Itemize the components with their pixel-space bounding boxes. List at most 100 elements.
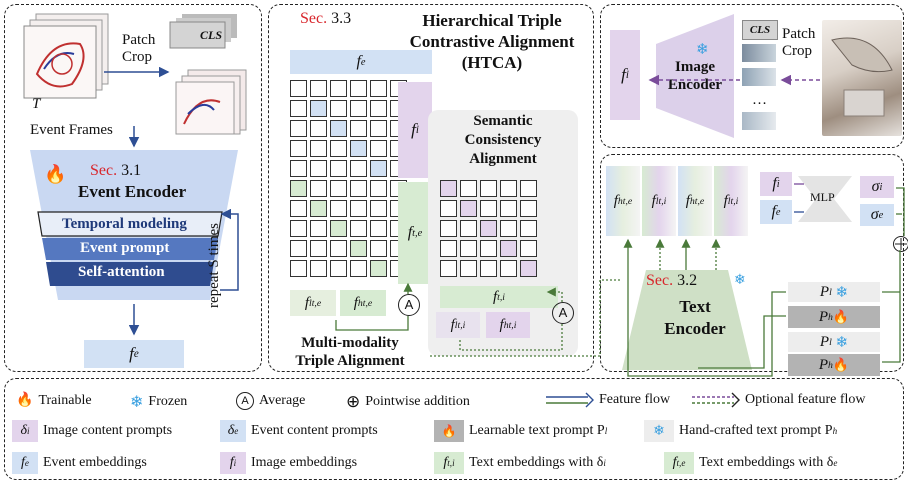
grid-cell — [310, 200, 327, 217]
grid-cell — [310, 160, 327, 177]
multi-modality-title: Multi-modality Triple Alignment — [295, 335, 405, 369]
event-frames-label: Event Frames — [30, 122, 113, 138]
grid-cell — [460, 180, 477, 197]
grid-cell — [370, 220, 387, 237]
patch-crop-label-right: Patch Crop — [782, 26, 816, 59]
grid-cell — [440, 180, 457, 197]
grid-cell — [370, 140, 387, 157]
cls-token-left: CLS — [200, 28, 223, 42]
image-encoder-block — [656, 14, 734, 138]
grid-cell — [370, 160, 387, 177]
grid-cell — [290, 220, 307, 237]
average-icon: A — [236, 392, 254, 410]
grid-cell — [350, 160, 367, 177]
event-patch-stack — [169, 14, 260, 136]
grid-cell — [310, 220, 327, 237]
text-encoder-label: Text Encoder — [664, 297, 726, 338]
grid-cell — [330, 100, 347, 117]
grid-cell — [460, 240, 477, 257]
grid-cell — [330, 220, 347, 237]
grid-cell — [520, 180, 537, 197]
text-encoder-block — [622, 270, 752, 370]
grid-cell — [460, 260, 477, 277]
grid-cell — [480, 220, 497, 237]
grid-cell — [290, 140, 307, 157]
grid-cell — [520, 200, 537, 217]
legend-optional-flow: Optional feature flow — [692, 392, 866, 408]
grid-cell — [370, 120, 387, 137]
grid-cell — [440, 240, 457, 257]
pointwise-add-icon: ⊕ — [346, 392, 361, 411]
grid-cell — [330, 120, 347, 137]
layer-temporal: Temporal modeling — [62, 216, 187, 232]
grid-cell — [370, 200, 387, 217]
mlp-block — [798, 172, 852, 226]
grid-cell — [520, 220, 537, 237]
fire-icon: 🔥 — [44, 164, 67, 184]
grid-cell — [480, 180, 497, 197]
snowflake-icon: ❄ — [696, 42, 709, 58]
grid-cell — [500, 260, 517, 277]
grid-cell — [330, 80, 347, 97]
grid-cell — [460, 220, 477, 237]
grid-cell — [500, 180, 517, 197]
grid-cell — [350, 220, 367, 237]
sec-3-3: Sec. 3.3 — [300, 10, 352, 27]
grid-cell — [310, 100, 327, 117]
grid-cell — [330, 260, 347, 277]
grid-cell — [310, 240, 327, 257]
image-patch-3 — [742, 112, 776, 130]
image-patch-ellipsis: … — [752, 92, 767, 108]
sec-3-1: Sec. 3.1 — [90, 162, 141, 180]
sec-prefix: Sec. — [90, 162, 118, 179]
grid-cell — [370, 260, 387, 277]
grid-cell — [350, 120, 367, 137]
grid-cell — [350, 200, 367, 217]
grid-cell — [500, 220, 517, 237]
grid-cell — [290, 100, 307, 117]
grid-cell — [330, 200, 347, 217]
grid-cell — [330, 240, 347, 257]
grid-cell — [440, 220, 457, 237]
grid-cell — [330, 180, 347, 197]
grid-cell — [480, 240, 497, 257]
image-patch-1 — [742, 44, 776, 62]
legend-panel — [4, 378, 904, 480]
text-encoder-panel — [600, 154, 904, 372]
sec-3-2: Sec. 3.2 — [646, 272, 698, 289]
grid-cell — [310, 260, 327, 277]
grid-cell — [350, 260, 367, 277]
mlp-label: MLP — [810, 190, 835, 204]
event-encoder-title: Event Encoder — [78, 182, 187, 201]
grid-cell — [520, 260, 537, 277]
input-image-gramophone — [822, 20, 902, 136]
grid-cell — [330, 160, 347, 177]
average-node-right: A — [552, 302, 574, 324]
grid-cell — [370, 240, 387, 257]
grid-cell — [440, 200, 457, 217]
average-node-left: A — [398, 294, 420, 316]
image-encoder-panel — [600, 4, 904, 148]
encoder-layer-stack — [37, 211, 223, 290]
grid-cell — [440, 260, 457, 277]
